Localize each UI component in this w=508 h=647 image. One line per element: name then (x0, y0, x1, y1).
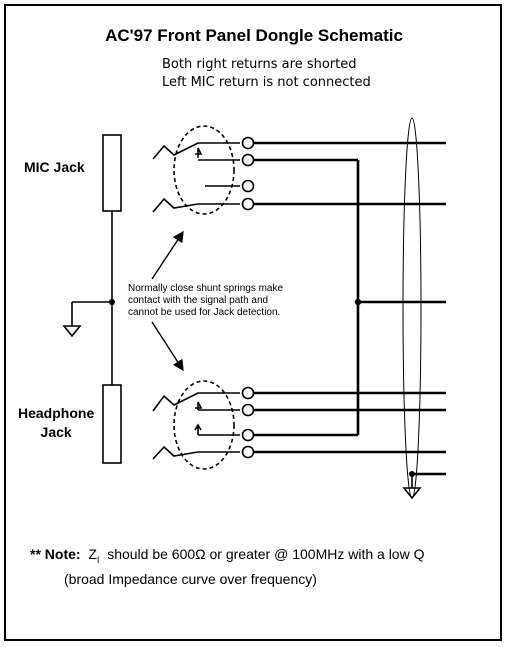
impedance-subscript: I (96, 554, 100, 565)
mic-shunt-ellipse (173, 125, 235, 215)
mic-jack-label: MIC Jack (24, 159, 85, 175)
hp-shunt-ellipse (173, 380, 235, 470)
subtitle-line-2: Left MIC return is not connected (162, 75, 371, 90)
mic-terminal-1 (241, 136, 255, 150)
hp-shunt-1 (195, 401, 203, 410)
headphone-jack-body (102, 384, 122, 464)
callout-arrow-up (151, 230, 184, 280)
headphone-jack-label-line2: Jack (40, 424, 72, 440)
note-text: should be 600Ω or greater @ 100MHz with … (107, 546, 425, 562)
mic-spring-top (152, 142, 240, 160)
hp-terminal-3 (241, 428, 255, 442)
hp-terminal-1 (241, 386, 255, 400)
mic-terminal-2 (241, 153, 255, 167)
callout-arrow-down (151, 321, 184, 372)
callout-line-1: Normally close shunt springs make (128, 283, 284, 294)
mic-spring-bottom (152, 197, 240, 213)
headphone-jack-label: Headphone Jack (18, 404, 94, 442)
hp-terminal-4 (241, 445, 255, 459)
impedance-symbol: Z (88, 546, 97, 562)
note-line-2: (broad Impedance curve over frequency) (64, 571, 317, 587)
mic-terminal-3 (241, 179, 255, 193)
mic-terminal-4 (241, 197, 255, 211)
hp-spring-bottom (152, 445, 240, 460)
shunt-spring-callout: Normally close shunt springs make contac… (128, 283, 283, 319)
callout-line-2: contact with the signal path and (128, 295, 269, 306)
ground-symbol-right (402, 487, 422, 500)
junction-ground (109, 299, 115, 305)
diagram-title: AC'97 Front Panel Dongle Schematic (105, 26, 403, 45)
note-prefix: ** Note: (30, 546, 81, 562)
callout-line-3: cannot be used for Jack detection. (128, 307, 281, 318)
subtitle-line-1: Both right returns are shorted (162, 57, 357, 72)
mic-shunt-contact (195, 147, 203, 158)
hp-terminal-2 (241, 403, 255, 417)
junction-return (354, 298, 362, 306)
note-line-1: ** Note: ZI should be 600Ω or greater @ … (30, 546, 424, 565)
hp-spring-top (152, 392, 240, 412)
ground-symbol-left (62, 325, 82, 338)
mic-jack-body (102, 134, 122, 212)
headphone-jack-label-line1: Headphone (18, 405, 95, 421)
diagram-frame (4, 4, 502, 641)
cable-ferrite-ellipse (402, 117, 422, 499)
